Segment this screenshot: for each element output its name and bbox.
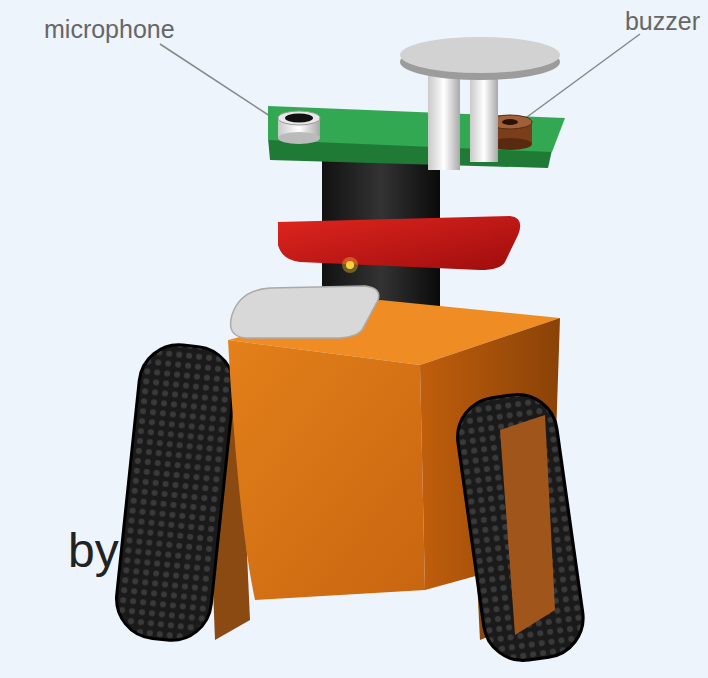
led-glow <box>342 257 358 273</box>
label-anchor: by <box>68 525 119 578</box>
leader-line <box>160 44 282 124</box>
part-label: buzzer <box>625 8 700 36</box>
mushroom-post <box>400 37 560 170</box>
label-anchor: microphone <box>44 16 175 44</box>
red-plate <box>278 216 520 270</box>
body-text: by <box>68 525 119 578</box>
grey-pad <box>231 286 379 338</box>
microphone-part <box>278 111 320 144</box>
left-track <box>113 341 250 644</box>
label-anchor: buzzer <box>625 8 700 36</box>
right-track <box>452 389 588 665</box>
part-label: microphone <box>44 16 175 44</box>
circuit-board <box>268 106 565 168</box>
